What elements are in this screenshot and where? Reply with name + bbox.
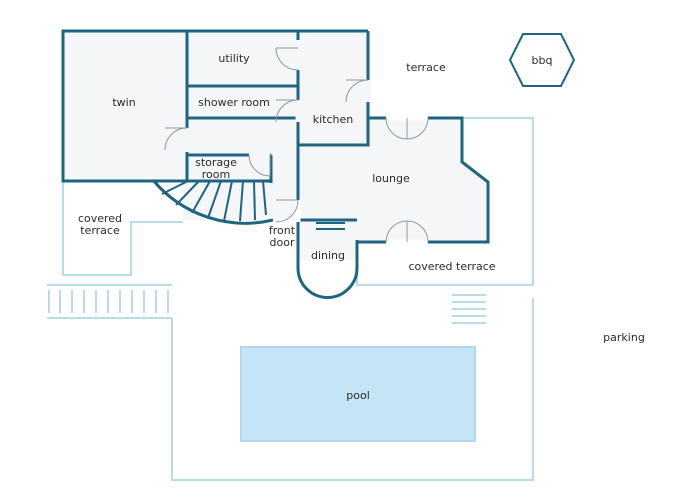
label-front-door-2: door bbox=[270, 236, 295, 249]
left-covered-terrace-outline bbox=[62, 180, 183, 276]
door-swings bbox=[164, 47, 429, 243]
left-deck-steps bbox=[47, 284, 172, 319]
label-bbq: bbq bbox=[532, 54, 553, 67]
label-storage-room-2: room bbox=[202, 168, 230, 181]
pool-deck-outline bbox=[171, 298, 534, 481]
label-twin: twin bbox=[112, 96, 135, 109]
dining-walls bbox=[296, 220, 359, 299]
label-shower-room: shower room bbox=[198, 96, 270, 109]
dining-steps bbox=[316, 222, 345, 230]
right-covered-terrace-outline bbox=[356, 117, 534, 286]
label-covered-terrace-left-2: terrace bbox=[80, 224, 120, 237]
labels: twin utility shower room kitchen storage… bbox=[78, 52, 645, 402]
label-covered-terrace-right: covered terrace bbox=[408, 260, 495, 273]
floor-fills bbox=[63, 31, 488, 260]
label-terrace: terrace bbox=[406, 61, 446, 74]
label-dining: dining bbox=[311, 249, 345, 262]
label-parking: parking bbox=[603, 331, 645, 344]
spiral-staircase bbox=[151, 179, 274, 225]
outdoor-outlines bbox=[62, 117, 534, 481]
label-utility: utility bbox=[218, 52, 250, 65]
bbq-hexagon bbox=[508, 33, 576, 87]
label-lounge: lounge bbox=[372, 172, 410, 185]
pool bbox=[240, 346, 476, 442]
twin-room-walls bbox=[61, 29, 189, 183]
label-kitchen: kitchen bbox=[313, 113, 354, 126]
label-front-door-1: front bbox=[269, 224, 296, 237]
right-steps bbox=[452, 294, 486, 324]
label-storage-room-1: storage bbox=[195, 156, 237, 169]
label-covered-terrace-left-1: covered bbox=[78, 212, 122, 225]
label-pool: pool bbox=[346, 389, 370, 402]
